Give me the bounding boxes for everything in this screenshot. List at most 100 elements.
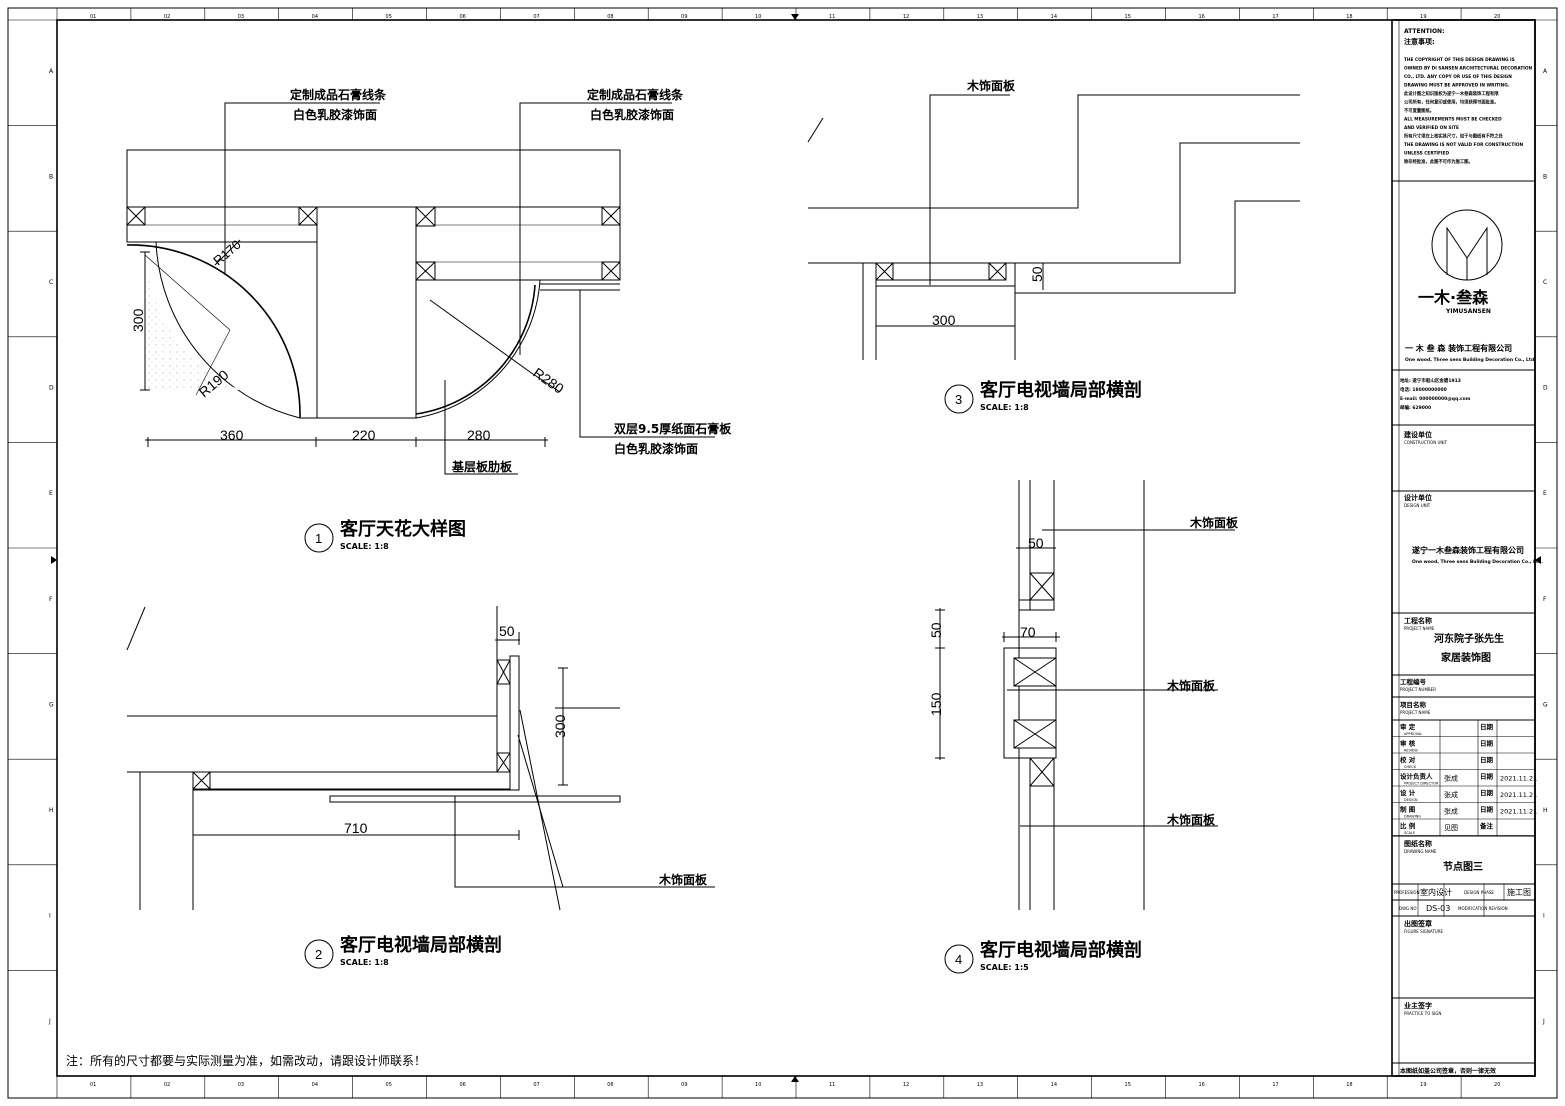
signoff-role: 设 计	[1400, 788, 1416, 797]
d3-title: 客厅电视墙局部横剖	[980, 379, 1142, 401]
grid-col-label-top: 20	[1494, 14, 1500, 20]
signoff-role-en: DESIGN	[1404, 798, 1418, 802]
grid-col-label-bottom: 10	[755, 1082, 761, 1088]
signature-en: FIGURE SIGNATURE	[1404, 929, 1443, 934]
d1-left-callout-2: 白色乳胶漆饰面	[293, 107, 377, 122]
signature-cn: 出图签章	[1404, 919, 1432, 928]
grid-row-label-right: J	[1542, 1018, 1545, 1025]
center-mark-bottom	[791, 1076, 799, 1082]
grid-col-label-bottom: 15	[1125, 1082, 1131, 1088]
grid-row-label-left: F	[49, 596, 53, 603]
d3-label: 木饰面板	[966, 78, 1016, 93]
grid-row-label-left: J	[48, 1018, 51, 1025]
grid-col-label-bottom: 11	[829, 1082, 835, 1088]
signoff-role: 设计负责人	[1400, 772, 1433, 781]
signoff-date-label: 日期	[1480, 805, 1494, 814]
project-line-2: 家居装饰图	[1441, 651, 1491, 664]
left-plaster-area	[127, 255, 240, 390]
grid-col-label-top: 18	[1346, 14, 1352, 20]
d1-right-callout-1: 定制成品石膏线条	[587, 87, 684, 102]
d2-dim-710: 710	[344, 820, 368, 836]
d2-number-circle	[304, 939, 334, 969]
grid-col-label-bottom: 17	[1272, 1082, 1278, 1088]
grid-row-label-right: F	[1543, 596, 1547, 603]
center-column	[316, 206, 417, 419]
attention-line: 除非经批准，此图不可作为施工图。	[1404, 158, 1473, 165]
d4-label-1: 木饰面板	[1189, 515, 1239, 530]
d2-title: 客厅电视墙局部横剖	[340, 934, 502, 956]
general-note: 注：所有的尺寸都要与实际测量为准，如需改动，请跟设计师联系！	[66, 1053, 426, 1068]
d1-board-callout-1: 双层9.5厚纸面石膏板	[614, 421, 732, 436]
attention-line: ALL MEASUREMENTS MUST BE CHECKED	[1404, 117, 1502, 123]
grid-col-label-top: 01	[90, 14, 96, 20]
grid-col-label-bottom: 07	[533, 1082, 539, 1088]
grid-col-label-top: 16	[1198, 14, 1204, 20]
grid-col-label-bottom: 20	[1494, 1082, 1500, 1088]
signoff-role: 审 定	[1400, 722, 1416, 731]
grid-col-label-bottom: 02	[164, 1082, 170, 1088]
grid-col-label-bottom: 08	[607, 1082, 613, 1088]
grid-col-label-top: 10	[755, 14, 761, 20]
d4-dim-50-top: 50	[1028, 535, 1044, 551]
attention-line: UNLESS CERTIFIED	[1404, 151, 1449, 157]
detail-4-tv-wall-section: 木饰面板 木饰面板 木饰面板 50 70 50 150 4 客厅电视墙局部横剖 …	[928, 480, 1239, 974]
concrete-slab	[126, 149, 621, 208]
drawing-name: 节点图三	[1443, 860, 1483, 873]
signoff-date-label: 日期	[1480, 739, 1494, 748]
inner-border	[56, 19, 1536, 1077]
d4-label-3: 木饰面板	[1166, 812, 1216, 827]
signoff-date-label: 日期	[1480, 788, 1494, 797]
drawing-name-en: DRAWING NAME	[1404, 849, 1437, 854]
grid-col-label-bottom: 18	[1346, 1082, 1352, 1088]
d4-dim-50-side: 50	[928, 622, 944, 638]
design-phase-label: DESIGN PHASE	[1464, 890, 1494, 895]
project-number-en: PROJECT NUMBER	[1400, 687, 1436, 692]
grid-col-label-top: 15	[1125, 14, 1131, 20]
company-en: One wood, Three sens Building Decoration…	[1405, 357, 1536, 363]
d1-scale: SCALE: 1:8	[340, 542, 389, 551]
d1-right-callout-2: 白色乳胶漆饰面	[590, 107, 674, 122]
d3-dim-50: 50	[1029, 266, 1045, 282]
signoff-role-en: APPROVAL	[1404, 732, 1422, 736]
d2-panel	[192, 771, 511, 790]
attention-cn: 注意事项:	[1404, 37, 1435, 46]
signoff-name: 张成	[1444, 774, 1458, 783]
signoff-role-en: REVIEW	[1404, 749, 1418, 753]
grid-row-label-left: A	[49, 68, 54, 75]
construction-unit-en: CONSTRUCTION UNIT	[1404, 440, 1448, 445]
attention-lines: THE COPYRIGHT OF THIS DESIGN DRAWING ISO…	[1404, 57, 1533, 165]
grid-row-label-left: H	[49, 807, 54, 814]
dwg-no-value: DS-03	[1426, 904, 1450, 913]
grid-col-label-bottom: 14	[1051, 1082, 1057, 1088]
design-phase-value: 施工图	[1507, 887, 1531, 897]
grid-row-label-right: A	[1543, 68, 1548, 75]
design-unit-name-en: One wood, Three sens Building Decoration…	[1412, 559, 1543, 565]
d1-dim-300: 300	[130, 308, 146, 332]
grid-row-label-right: B	[1543, 173, 1547, 180]
grid-col-label-bottom: 16	[1198, 1082, 1204, 1088]
grid-row-label-right: H	[1543, 807, 1548, 814]
design-unit-en: DESIGN UNIT	[1404, 503, 1431, 508]
signoff-name: 见图	[1444, 824, 1458, 832]
signoff-date: 2021.11.21	[1500, 791, 1537, 799]
left-cove-arc	[127, 241, 318, 419]
d4-label-2: 木饰面板	[1166, 678, 1216, 693]
grid-col-label-top: 03	[238, 14, 244, 20]
profession-value: 室内设计	[1420, 887, 1452, 897]
outer-border	[7, 7, 1558, 1099]
grid-col-label-bottom: 04	[312, 1082, 318, 1088]
right-cove-arc	[415, 279, 541, 419]
footer-note: 本图纸如盖公司签章，否则一律无效	[1400, 1067, 1496, 1075]
grid-col-label-top: 09	[681, 14, 687, 20]
attention-line: DRAWING MUST BE APPROVED IN WRITING.	[1404, 83, 1510, 89]
d1-title: 客厅天花大样图	[340, 518, 466, 540]
project-number-cn: 工程编号	[1400, 677, 1427, 686]
grid-col-label-bottom: 13	[977, 1082, 983, 1088]
grid-row-label-right: C	[1543, 279, 1547, 286]
signoff-date: 2021.11.21	[1500, 808, 1537, 816]
grid-col-label-bottom: 09	[681, 1082, 687, 1088]
signoff-name: 张成	[1444, 790, 1458, 799]
d4-dim-70: 70	[1020, 624, 1036, 640]
grid-col-label-top: 04	[312, 14, 318, 20]
signoff-date: 2021.11.21	[1500, 775, 1537, 783]
